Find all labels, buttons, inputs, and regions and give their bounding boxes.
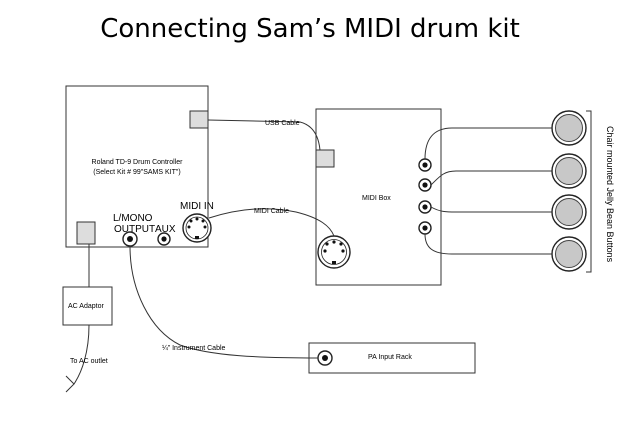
- usb-cable-label: USB Cable: [265, 120, 300, 127]
- buttons-bracket: [586, 110, 592, 273]
- midi-box-jack-2: [418, 178, 432, 192]
- ac-plug-icon: [65, 375, 75, 393]
- controller-kit-note: (Select Kit # 99"SAMS KIT"): [93, 169, 181, 176]
- lmono-label: L/MONO: [113, 213, 153, 224]
- midi-box-usb-port: [315, 149, 335, 168]
- button-wire-3: [430, 206, 552, 213]
- jelly-bean-button-4: [551, 236, 587, 272]
- aux-jack: [157, 232, 171, 246]
- midi-box-jack-3: [418, 200, 432, 214]
- midi-box-label: MIDI Box: [362, 195, 391, 202]
- pa-input-jack: [317, 350, 333, 366]
- ac-outlet-label: To AC outlet: [70, 358, 108, 365]
- controller-usb-port: [189, 110, 209, 129]
- controller-name: Roland TD-9 Drum Controller: [91, 159, 183, 166]
- button-wire-4: [424, 233, 552, 255]
- ac-adaptor-label: AC Adaptor: [68, 303, 104, 310]
- aux-label: AUX: [155, 224, 176, 235]
- controller-label: Roland TD-9 Drum Controller (Select Kit …: [66, 158, 208, 178]
- ac-adaptor-box: [62, 286, 113, 326]
- usb-cable: [207, 119, 321, 151]
- instrument-cable: [129, 245, 319, 359]
- midi-box-jack-4: [418, 221, 432, 235]
- jelly-buttons-label: Chair mounted Jelly Bean Buttons: [605, 126, 615, 263]
- button-wire-1: [424, 127, 552, 160]
- output-label: OUTPUT: [114, 224, 156, 235]
- drum-controller-box: [65, 85, 209, 248]
- page-title: Connecting Sam’s MIDI drum kit: [100, 14, 520, 44]
- jelly-bean-button-3: [551, 194, 587, 230]
- controller-midi-in-port: [182, 213, 212, 243]
- midi-cable-label: MIDI Cable: [254, 208, 290, 215]
- jelly-bean-button-1: [551, 110, 587, 146]
- midi-in-label: MIDI IN: [180, 201, 214, 212]
- instrument-cable-label: ¼” Instrument Cable: [162, 345, 226, 352]
- jelly-bean-button-2: [551, 153, 587, 189]
- controller-power-port: [76, 221, 96, 245]
- midi-box-midi-port: [317, 235, 351, 269]
- pa-input-rack-label: PA Input Rack: [368, 354, 412, 361]
- midi-box-jack-1: [418, 158, 432, 172]
- midi-cable: [208, 208, 335, 237]
- button-wire-2: [430, 170, 552, 186]
- ac-outlet-cable: [73, 324, 90, 385]
- midi-box: [315, 108, 442, 286]
